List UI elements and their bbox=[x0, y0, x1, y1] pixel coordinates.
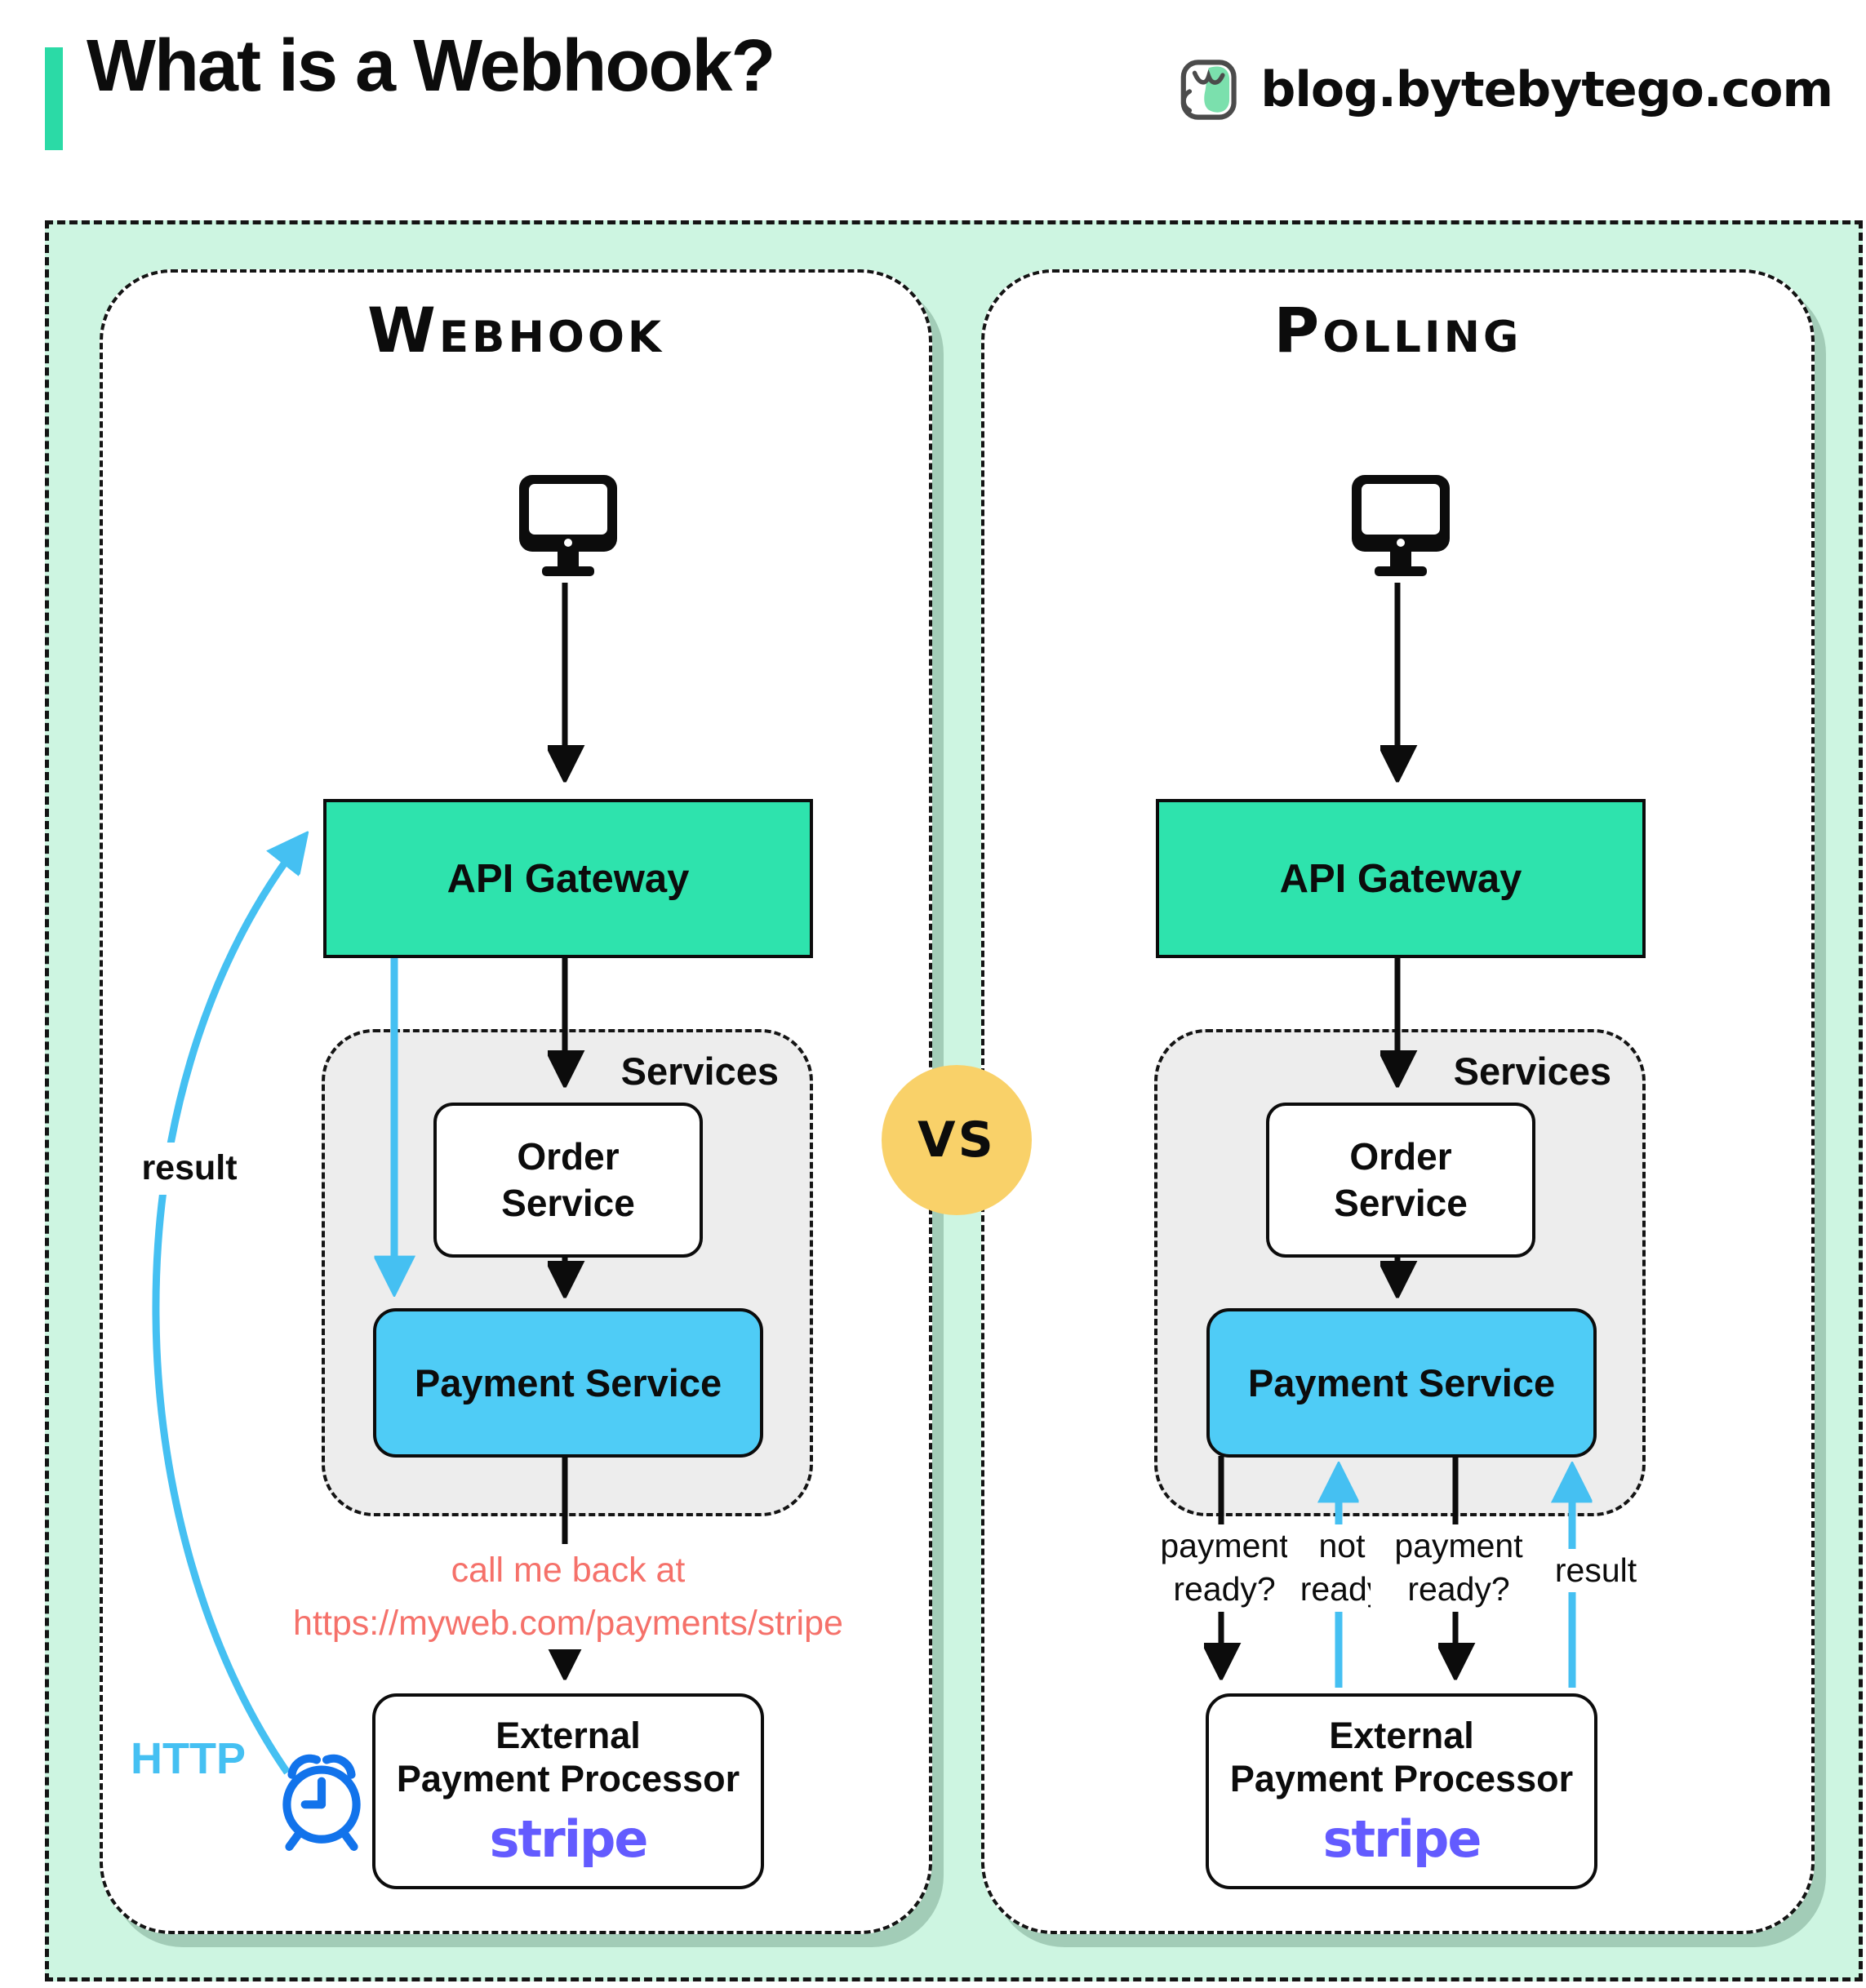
polling-panel: Polling API Gateway Services Order Servi… bbox=[981, 269, 1815, 1934]
payment-service-box: Payment Service bbox=[373, 1308, 763, 1458]
callback-note-line2: https://myweb.com/payments/stripe bbox=[293, 1603, 843, 1643]
external-processor-line1: External bbox=[495, 1715, 641, 1757]
external-payment-processor-box: External Payment Processor stripe bbox=[1206, 1693, 1597, 1889]
payment-service-box: Payment Service bbox=[1206, 1308, 1597, 1458]
external-processor-line2: Payment Processor bbox=[1229, 1758, 1574, 1800]
services-group-label: Services bbox=[620, 1049, 779, 1093]
polling-panel-title: Polling bbox=[1273, 294, 1522, 366]
services-group-label: Services bbox=[1453, 1049, 1611, 1093]
callback-note-line1: call me back at bbox=[451, 1551, 686, 1590]
desktop-monitor-icon bbox=[1352, 475, 1450, 576]
bytebytego-logo-icon bbox=[1180, 60, 1237, 120]
stripe-logo: stripe bbox=[489, 1808, 649, 1869]
title-accent-bar bbox=[45, 47, 63, 150]
page-title: What is a Webhook? bbox=[87, 25, 775, 107]
order-service-box: Order Service bbox=[433, 1103, 703, 1258]
order-service-label: Order Service bbox=[501, 1134, 635, 1225]
callback-note: call me back at https://myweb.com/paymen… bbox=[258, 1544, 878, 1649]
webhook-panel-title: Webhook bbox=[367, 294, 664, 366]
site-badge: blog.bytebytego.com bbox=[1180, 41, 1833, 139]
poll-label-payment-ready-1: payment ready? bbox=[1136, 1524, 1313, 1612]
external-processor-line1: External bbox=[1329, 1715, 1474, 1757]
webhook-panel: Webhook API Gateway Services Order Servi… bbox=[100, 269, 932, 1934]
result-label: result bbox=[116, 1143, 263, 1195]
desktop-monitor-icon bbox=[519, 475, 617, 576]
api-gateway-box: API Gateway bbox=[1156, 799, 1646, 958]
api-gateway-box: API Gateway bbox=[323, 799, 813, 958]
site-url: blog.bytebytego.com bbox=[1260, 61, 1833, 118]
external-processor-line2: Payment Processor bbox=[396, 1758, 740, 1800]
http-label: HTTP bbox=[131, 1734, 246, 1783]
external-payment-processor-box: External Payment Processor stripe bbox=[372, 1693, 764, 1889]
poll-label-payment-ready-2: payment ready? bbox=[1371, 1524, 1547, 1612]
order-service-box: Order Service bbox=[1266, 1103, 1535, 1258]
vs-badge: VS bbox=[882, 1065, 1032, 1215]
stripe-logo: stripe bbox=[1322, 1808, 1482, 1869]
order-service-label: Order Service bbox=[1334, 1134, 1468, 1225]
poll-label-result: result bbox=[1526, 1549, 1665, 1593]
alarm-clock-icon bbox=[282, 1754, 361, 1851]
